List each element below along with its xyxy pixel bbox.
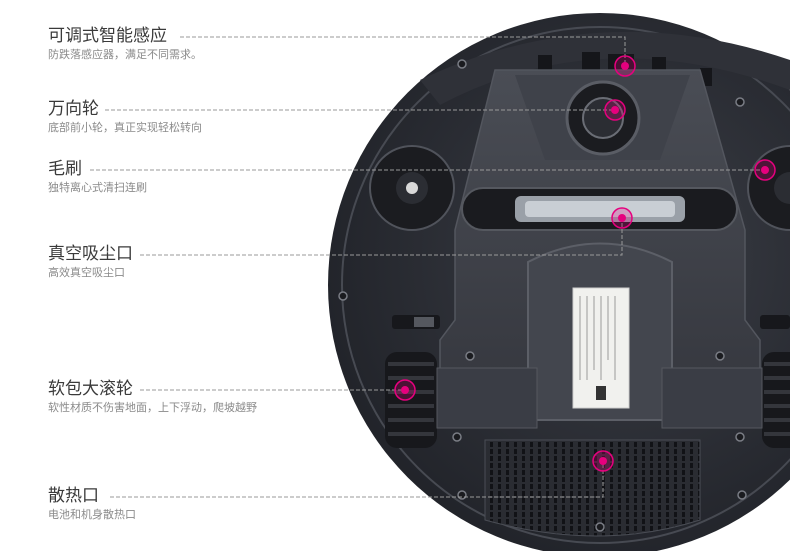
front-bumper bbox=[420, 31, 790, 106]
callout-title: 毛刷 bbox=[48, 159, 82, 179]
screws bbox=[338, 59, 747, 532]
heat-vent-grille bbox=[484, 439, 701, 537]
wheel-suspension-right bbox=[661, 367, 763, 429]
leader-sensor bbox=[180, 36, 626, 66]
drive-wheel-right-tread bbox=[764, 362, 790, 436]
callout-description: 独特离心式清扫连刷 bbox=[48, 181, 147, 194]
callout-title: 真空吸尘口 bbox=[48, 244, 133, 264]
callout-suction-inlet: 真空吸尘口 高效真空吸尘口 bbox=[48, 244, 133, 280]
callout-description: 电池和机身散热口 bbox=[48, 508, 136, 521]
callout-side-brush: 毛刷 独特离心式清扫连刷 bbox=[48, 159, 147, 195]
callout-smart-sensor: 可调式智能感应 防跌落感应器，满足不同需求。 bbox=[48, 26, 202, 62]
callout-drive-wheel: 软包大滚轮 软性材质不伤害地面，上下浮动，爬坡越野 bbox=[48, 379, 257, 415]
callout-heat-vent: 散热口 电池和机身散热口 bbox=[48, 486, 136, 522]
callout-description: 软性材质不伤害地面，上下浮动，爬坡越野 bbox=[48, 401, 257, 414]
callout-description: 高效真空吸尘口 bbox=[48, 266, 125, 279]
spec-label-logo bbox=[596, 386, 606, 400]
side-brush-right-hub bbox=[774, 172, 790, 204]
callout-title: 散热口 bbox=[48, 486, 99, 506]
power-switch-knob bbox=[414, 317, 434, 327]
wheel-suspension-left bbox=[436, 367, 538, 429]
callout-title: 万向轮 bbox=[48, 99, 99, 119]
callout-title: 软包大滚轮 bbox=[48, 379, 133, 399]
callout-title: 可调式智能感应 bbox=[48, 26, 167, 46]
callout-caster-wheel: 万向轮 底部前小轮，真正实现轻松转向 bbox=[48, 99, 202, 135]
charge-contact-right bbox=[760, 315, 790, 329]
side-brush-right bbox=[747, 145, 790, 231]
leader-vent bbox=[110, 461, 604, 498]
robot-body-rim bbox=[341, 26, 790, 544]
callout-markers bbox=[394, 55, 776, 472]
suction-window-highlight bbox=[525, 201, 675, 217]
spec-label-lines bbox=[579, 296, 616, 380]
callout-description: 防跌落感应器，满足不同需求。 bbox=[48, 48, 202, 61]
callout-description: 底部前小轮，真正实现轻松转向 bbox=[48, 121, 202, 134]
leader-suction bbox=[140, 218, 623, 256]
side-brush-left-screw bbox=[406, 182, 418, 194]
